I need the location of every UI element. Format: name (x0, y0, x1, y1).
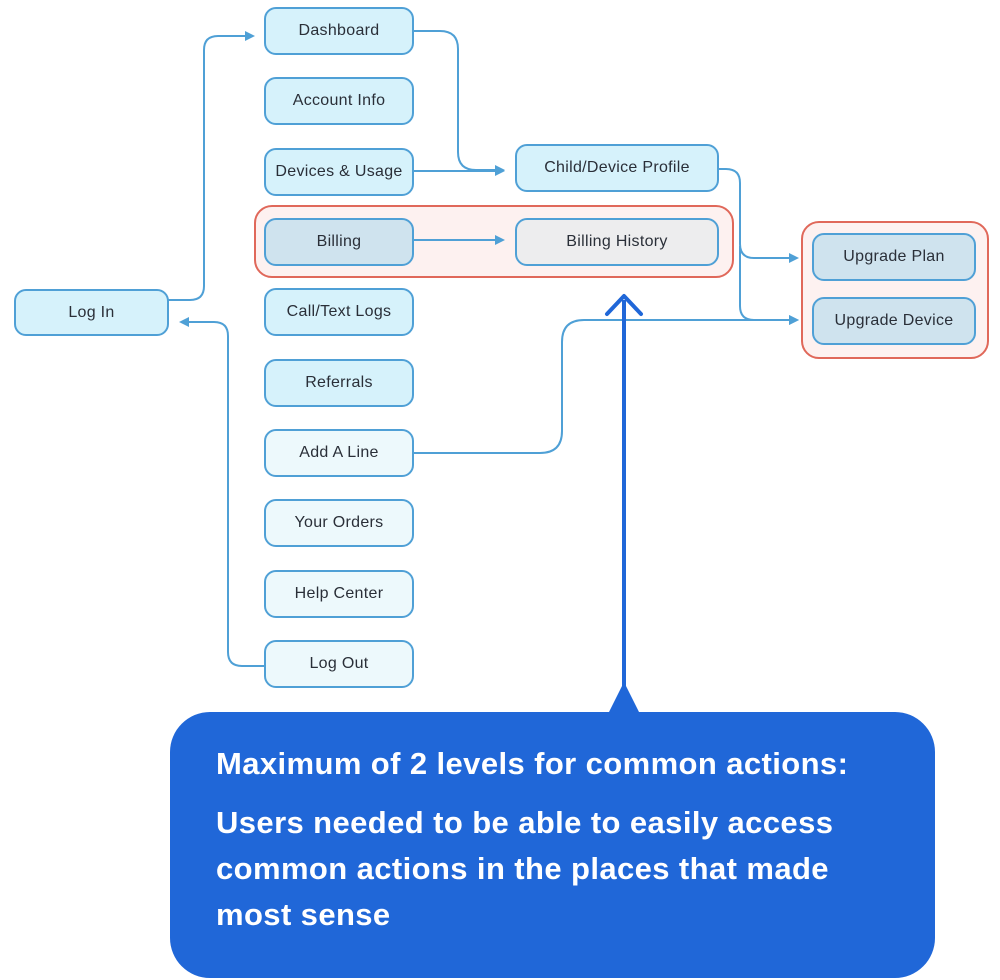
upgrade-plan-node[interactable]: Upgrade Plan (812, 233, 976, 281)
login-node[interactable]: Log In (14, 289, 169, 336)
callout-body: Users needed to be able to easily access… (216, 805, 834, 932)
callout-headline: Maximum of 2 levels for common actions: (216, 746, 849, 781)
connector-dashboard-child-profile (413, 30, 505, 175)
menu-item-add-a-line[interactable]: Add A Line (264, 429, 414, 477)
menu-item-your-orders[interactable]: Your Orders (264, 499, 414, 547)
connector-add-line-upgrade-device (413, 315, 799, 454)
callout-box: Maximum of 2 levels for common actions: … (170, 712, 935, 978)
child-device-profile-node[interactable]: Child/Device Profile (515, 144, 719, 192)
upgrade-device-node[interactable]: Upgrade Device (812, 297, 976, 345)
connector-logout-login (179, 317, 264, 667)
menu-item-help-center[interactable]: Help Center (264, 570, 414, 618)
menu-item-log-out[interactable]: Log Out (264, 640, 414, 688)
menu-item-devices-usage[interactable]: Devices & Usage (264, 148, 414, 196)
menu-item-call-text-logs[interactable]: Call/Text Logs (264, 288, 414, 336)
callout-pointer-arrow (605, 294, 643, 714)
connector-child-profile-upgrade-plan (718, 168, 799, 263)
menu-item-dashboard[interactable]: Dashboard (264, 7, 414, 55)
menu-item-billing[interactable]: Billing (264, 218, 414, 266)
menu-item-account-info[interactable]: Account Info (264, 77, 414, 125)
billing-history-node[interactable]: Billing History (515, 218, 719, 266)
connector-login-dashboard (168, 31, 255, 301)
menu-item-referrals[interactable]: Referrals (264, 359, 414, 407)
